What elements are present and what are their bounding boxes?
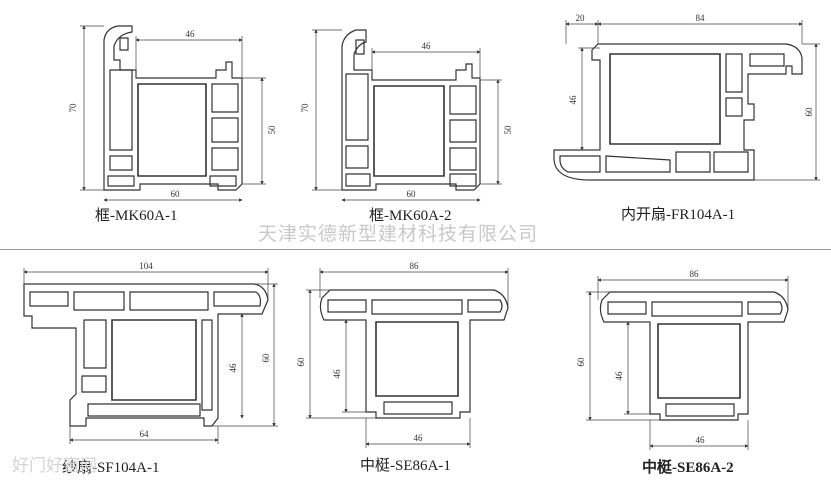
dim-label: 60 [576, 357, 586, 367]
dim-label: 46 [614, 371, 624, 381]
profile-se86a-2 [599, 291, 789, 421]
caption-fr104a-1: 内开扇-FR104A-1 [621, 207, 736, 223]
dim-label: 60 [261, 353, 271, 363]
dims-se86a-1 [306, 268, 509, 448]
dim-label: 70 [300, 103, 310, 113]
dims-sf104a-1 [23, 268, 278, 444]
profile-sf104a-1 [23, 283, 269, 427]
site-watermark: 好门好窗网 [12, 456, 97, 476]
dim-label: 46 [186, 29, 196, 39]
dim-label: 60 [804, 107, 814, 117]
caption-se86a-2: 中梃-SE86A-2 [642, 460, 734, 476]
dim-label: 46 [422, 41, 432, 51]
profile-fr104a-1 [553, 43, 803, 181]
dim-label: 86 [690, 269, 700, 279]
dim-label: 60 [407, 189, 417, 199]
dim-label: 46 [332, 369, 342, 379]
dim-label: 60 [296, 357, 306, 367]
dim-label: 50 [267, 125, 277, 135]
dim-label: 64 [140, 429, 150, 439]
dim-label: 50 [503, 125, 513, 135]
dim-label: 20 [576, 13, 586, 23]
dim-label: 46 [696, 435, 706, 445]
dim-label: 84 [696, 13, 706, 23]
dim-label: 60 [171, 189, 181, 199]
caption-mk60a-1: 框-MK60A-1 [95, 208, 178, 224]
profile-mk60a-2 [341, 29, 481, 191]
dims-mk60a-1 [80, 25, 266, 202]
dim-label: 86 [410, 261, 420, 271]
dims-fr104a-1 [565, 20, 820, 181]
caption-mk60a-2: 框-MK60A-2 [369, 208, 452, 224]
dims-se86a-2 [586, 276, 789, 450]
dim-label: 70 [68, 103, 78, 113]
dim-label: 104 [139, 261, 153, 271]
caption-sf104a-1: 纱扇-SF104A-1 [62, 460, 160, 476]
dim-label: 46 [228, 363, 238, 373]
dims-mk60a-2 [312, 29, 502, 202]
dim-label: 46 [414, 433, 424, 443]
dim-label: 46 [568, 95, 578, 105]
profile-se86a-1 [319, 289, 509, 419]
company-name: 天津实德新型建材科技有限公司 [258, 223, 539, 245]
profile-mk60a-1 [103, 25, 243, 191]
section-divider [0, 249, 831, 250]
caption-se86a-1: 中梃-SE86A-1 [360, 458, 451, 474]
